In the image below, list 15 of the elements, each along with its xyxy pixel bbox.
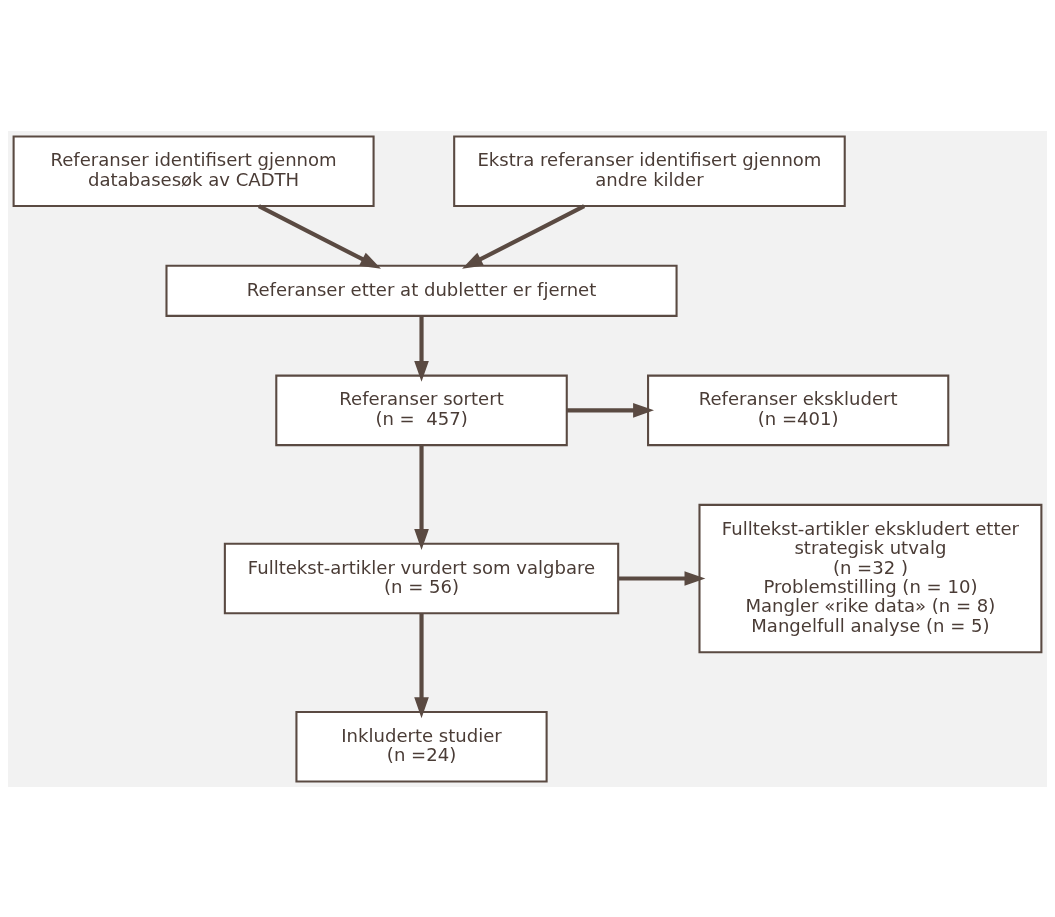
node-box: Fulltekst-artikler vurdert som valgbare (n = 56) xyxy=(223,542,620,614)
node-box: Fulltekst-artikler ekskludert etter strategisk utvalg (n =32 ) Problemstilling (n = 10) Mangler «rike data» (n = 8) Mangelfull analyse (n = 5) xyxy=(698,503,1043,653)
node-box: Inkluderte studier (n =24) xyxy=(295,710,548,782)
arrow xyxy=(618,570,706,586)
node-box: Ekstra referanser identifisert gjennom andre kilder xyxy=(453,135,846,207)
arrow xyxy=(414,315,429,382)
node-box: Referanser ekskludert (n =401) xyxy=(647,374,950,446)
arrow xyxy=(414,612,429,718)
arrow xyxy=(414,444,429,550)
node-box: Referanser etter at dubletter er fjernet xyxy=(165,264,678,317)
node-box: Referanser sortert (n = 457) xyxy=(275,374,568,446)
node-box: Referanser identifisert gjennom databasesøk av CADTH xyxy=(12,135,375,207)
arrow xyxy=(257,203,381,269)
arrow xyxy=(566,402,654,418)
arrow xyxy=(462,203,586,269)
